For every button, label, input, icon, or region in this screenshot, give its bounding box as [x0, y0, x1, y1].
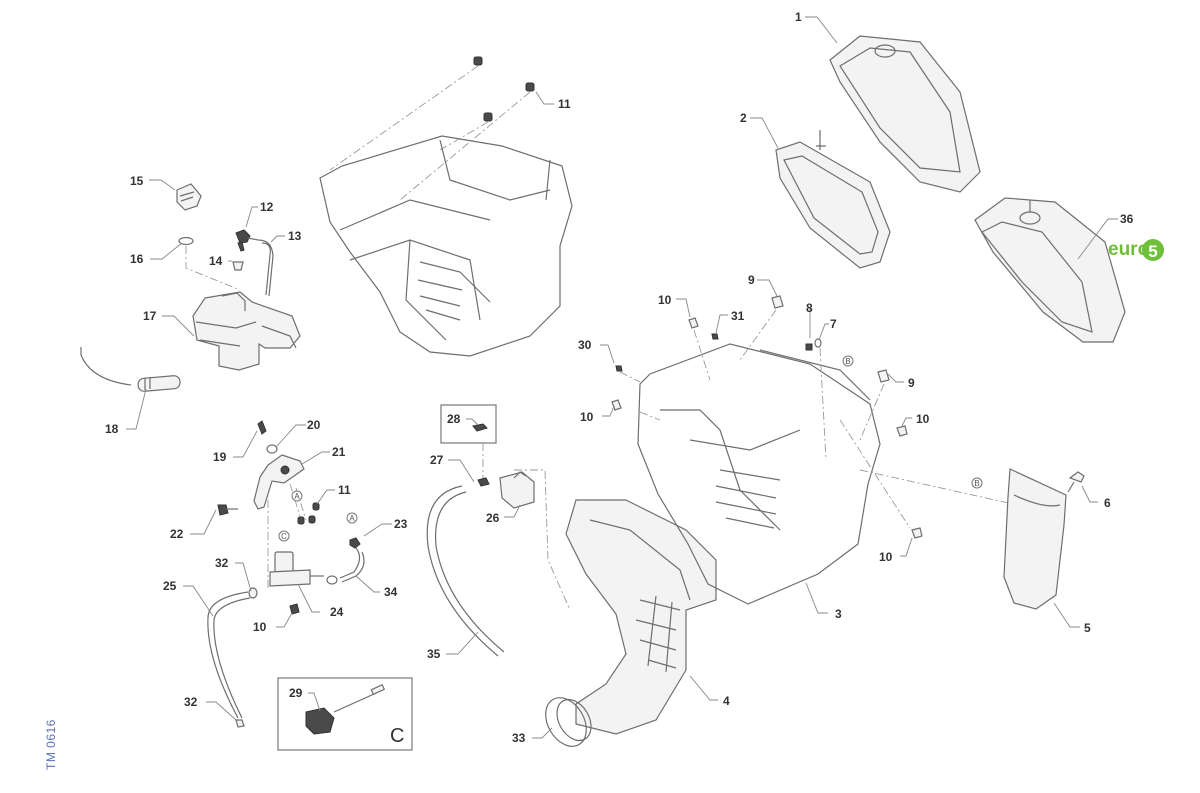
part-10-nut-lower	[289, 603, 300, 615]
callout-22: 22	[170, 527, 184, 541]
euro5-badge-number: 5	[1148, 242, 1157, 261]
callout-34: 34	[384, 585, 398, 599]
part-17-reservoir	[192, 291, 301, 371]
hardware-right-cluster	[611, 295, 923, 539]
leader-lines	[126, 16, 1118, 739]
part-23-clamp	[349, 537, 361, 549]
callout-10: 10	[580, 410, 594, 424]
callout-labels: 1 2 3 4 5 6 7 8 9 9 10 10 10 10 10 11 11…	[105, 10, 1134, 745]
callout-17: 17	[143, 309, 157, 323]
svg-text:B: B	[974, 479, 979, 488]
marker-b: B	[971, 477, 983, 489]
callout-19: 19	[213, 450, 227, 464]
marker-a: A	[346, 512, 358, 524]
svg-text:B: B	[845, 357, 850, 366]
part-1-filter-cover	[829, 35, 981, 193]
callout-26: 26	[486, 511, 500, 525]
callout-18: 18	[105, 422, 119, 436]
callout-23: 23	[394, 517, 408, 531]
callout-5: 5	[1084, 621, 1091, 635]
callout-10: 10	[658, 293, 672, 307]
part-4-intake-duct	[565, 499, 717, 735]
part-35-hose	[426, 485, 505, 657]
callout-9: 9	[748, 273, 755, 287]
part-24-valve	[269, 551, 324, 587]
part-26-sensor	[499, 471, 535, 509]
callout-36: 36	[1120, 212, 1134, 226]
part-36-filter-cover-euro5	[974, 197, 1126, 343]
marker-a: A	[291, 490, 303, 502]
callout-7: 7	[830, 317, 837, 331]
inset-box-28	[440, 404, 497, 444]
callout-28: 28	[447, 412, 461, 426]
euro5-badge: euro 5	[1108, 239, 1164, 261]
callout-6: 6	[1104, 496, 1111, 510]
euro5-badge-text: euro	[1108, 239, 1149, 260]
part-16-o-ring	[178, 236, 194, 246]
callout-10: 10	[916, 412, 930, 426]
part-11-screws-lower	[297, 502, 320, 525]
callout-32: 32	[184, 695, 198, 709]
part-20-washer	[266, 444, 278, 454]
callout-11: 11	[558, 97, 571, 111]
callout-11: 11	[338, 483, 351, 497]
callout-1: 1	[795, 10, 802, 24]
callout-3: 3	[835, 607, 842, 621]
callout-13: 13	[288, 229, 302, 243]
marker-b: B	[842, 355, 854, 367]
part-25-hose	[207, 591, 251, 719]
callout-31: 31	[731, 309, 745, 323]
callout-8: 8	[806, 301, 813, 315]
callout-25: 25	[163, 579, 177, 593]
callout-30: 30	[578, 338, 592, 352]
callout-35: 35	[427, 647, 441, 661]
marker-c: C	[278, 530, 290, 542]
part-27-screw	[477, 477, 490, 487]
part-13-hose	[257, 239, 274, 297]
callout-15: 15	[130, 174, 144, 188]
part-6-screw	[1067, 471, 1085, 493]
part-14-grommet	[232, 261, 244, 271]
housing-left	[319, 135, 573, 357]
document-code: TM 0616	[44, 719, 58, 770]
callout-16: 16	[130, 252, 144, 266]
part-33-clamp	[545, 697, 592, 747]
part-11-screws-upper	[473, 56, 535, 122]
assembly-line	[619, 309, 1041, 529]
assembly-line	[514, 469, 571, 611]
assembly-line	[329, 65, 531, 201]
svg-text:A: A	[349, 514, 355, 523]
part-2-filter-frame	[775, 130, 891, 269]
callout-27: 27	[430, 453, 444, 467]
callout-21: 21	[332, 445, 346, 459]
callout-4: 4	[723, 694, 730, 708]
callout-10: 10	[879, 550, 893, 564]
callout-29: 29	[289, 686, 303, 700]
callout-20: 20	[307, 418, 321, 432]
callout-14: 14	[209, 254, 223, 268]
assembly-line	[185, 246, 241, 291]
callout-12: 12	[260, 200, 274, 214]
callout-9: 9	[908, 376, 915, 390]
part-18-sensor	[80, 347, 181, 392]
callout-32: 32	[215, 556, 229, 570]
callout-10: 10	[253, 620, 267, 634]
part-32-clip-lower	[235, 719, 245, 728]
callout-24: 24	[330, 605, 344, 619]
part-15-filler-cap	[176, 183, 202, 211]
part-12-fitting	[235, 229, 259, 252]
part-21-bracket	[253, 454, 305, 510]
callout-2: 2	[740, 111, 747, 125]
part-3-airbox-housing	[637, 343, 881, 605]
inset-box-c: C	[277, 677, 413, 751]
svg-text:C: C	[281, 532, 287, 541]
inset-letter: C	[390, 725, 404, 747]
callout-33: 33	[512, 731, 526, 745]
part-19-screw	[257, 420, 267, 435]
svg-text:A: A	[294, 492, 300, 501]
part-5-mud-guard	[1003, 468, 1067, 610]
part-22-bolt	[217, 504, 238, 516]
